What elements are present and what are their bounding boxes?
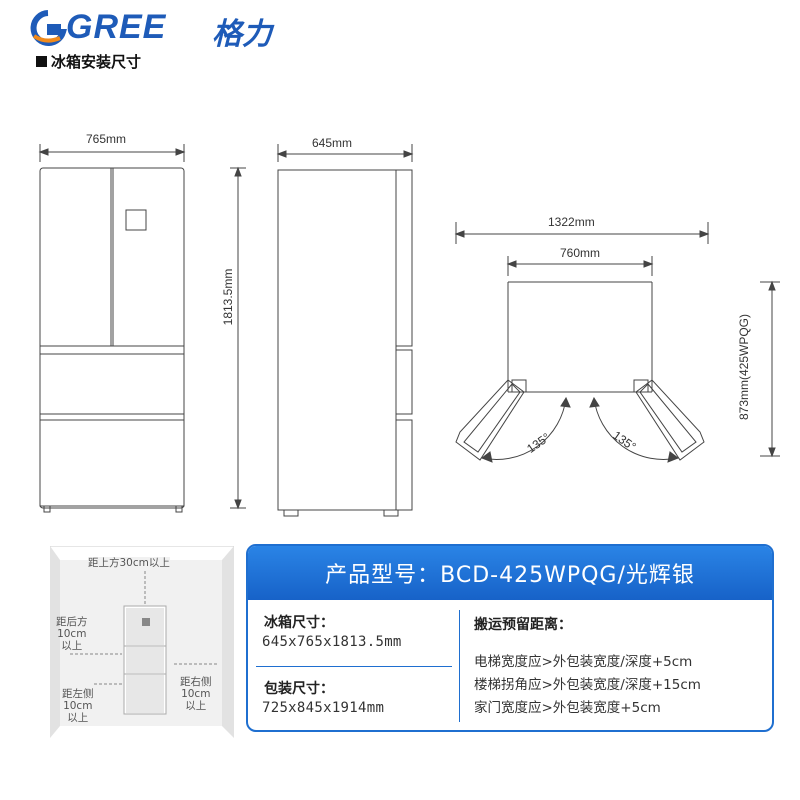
section-title: 冰箱安装尺寸 xyxy=(36,51,141,72)
divider xyxy=(459,610,460,722)
fridge-size-label: 冰箱尺寸： xyxy=(264,615,334,631)
spec-body: 冰箱尺寸： 645x765x1813.5mm 包装尺寸： 725x845x191… xyxy=(248,600,772,730)
clearance-back-label: 距后方 10cm 以上 xyxy=(56,616,88,652)
clearance-left-line: 以上 xyxy=(67,712,89,724)
front-width-label: 765mm xyxy=(86,132,127,146)
clearance-left-line: 距左侧 xyxy=(62,688,94,700)
fridge-size-value: 645x765x1813.5mm xyxy=(262,634,402,650)
package-size-value: 725x845x1914mm xyxy=(262,700,385,716)
clearance-back-line: 10cm xyxy=(57,628,87,640)
section-title-text: 冰箱安装尺寸 xyxy=(51,53,142,71)
transport-line-door: 家门宽度应>外包装宽度+5cm xyxy=(474,700,661,716)
spec-card: 产品型号： BCD-425WPQG/光辉银 冰箱尺寸： 645x765x1813… xyxy=(246,544,774,732)
front-height-label: 1813.5mm xyxy=(221,268,235,326)
top-open-depth-label: 873mm(425WPQG) xyxy=(737,313,751,421)
clearance-right-line: 以上 xyxy=(185,700,207,712)
transport-line-stairs: 楼梯拐角应>外包装宽度/深度+15cm xyxy=(474,677,701,693)
clearance-back-line: 距后方 xyxy=(56,616,88,628)
brand-logo-text: GREE xyxy=(66,8,167,46)
transport-line-elevator: 电梯宽度应>外包装宽度/深度+5cm xyxy=(474,654,693,670)
clearance-left-line: 10cm xyxy=(63,700,93,712)
clearance-right-label: 距右侧 10cm 以上 xyxy=(180,676,212,712)
spec-header: 产品型号： BCD-425WPQG/光辉银 xyxy=(248,546,772,600)
clearance-left-label: 距左侧 10cm 以上 xyxy=(62,688,94,724)
top-view-doors-open xyxy=(454,222,780,463)
model-value: BCD-425WPQG/光辉银 xyxy=(440,563,695,588)
model-label: 产品型号： xyxy=(325,563,441,588)
transport-label: 搬运预留距离： xyxy=(474,617,572,633)
side-depth-label: 645mm xyxy=(312,136,353,150)
clearance-room-illustration xyxy=(50,546,234,738)
package-size-label: 包装尺寸： xyxy=(264,681,334,697)
divider xyxy=(256,666,452,667)
clearance-right-line: 10cm xyxy=(181,688,211,700)
top-body-width-label: 760mm xyxy=(560,246,601,260)
dimension-drawings xyxy=(38,144,780,517)
gree-logo-mark xyxy=(30,10,67,46)
bullet-square-icon xyxy=(36,56,47,67)
brand-logo-cn: 格力 xyxy=(212,17,272,52)
clearance-top-label: 距上方30cm以上 xyxy=(88,557,170,569)
front-view-fridge xyxy=(38,144,246,513)
clearance-right-line: 距右侧 xyxy=(180,676,212,688)
side-view-fridge xyxy=(276,144,414,517)
clearance-back-line: 以上 xyxy=(61,640,83,652)
top-open-width-label: 1322mm xyxy=(548,215,595,229)
